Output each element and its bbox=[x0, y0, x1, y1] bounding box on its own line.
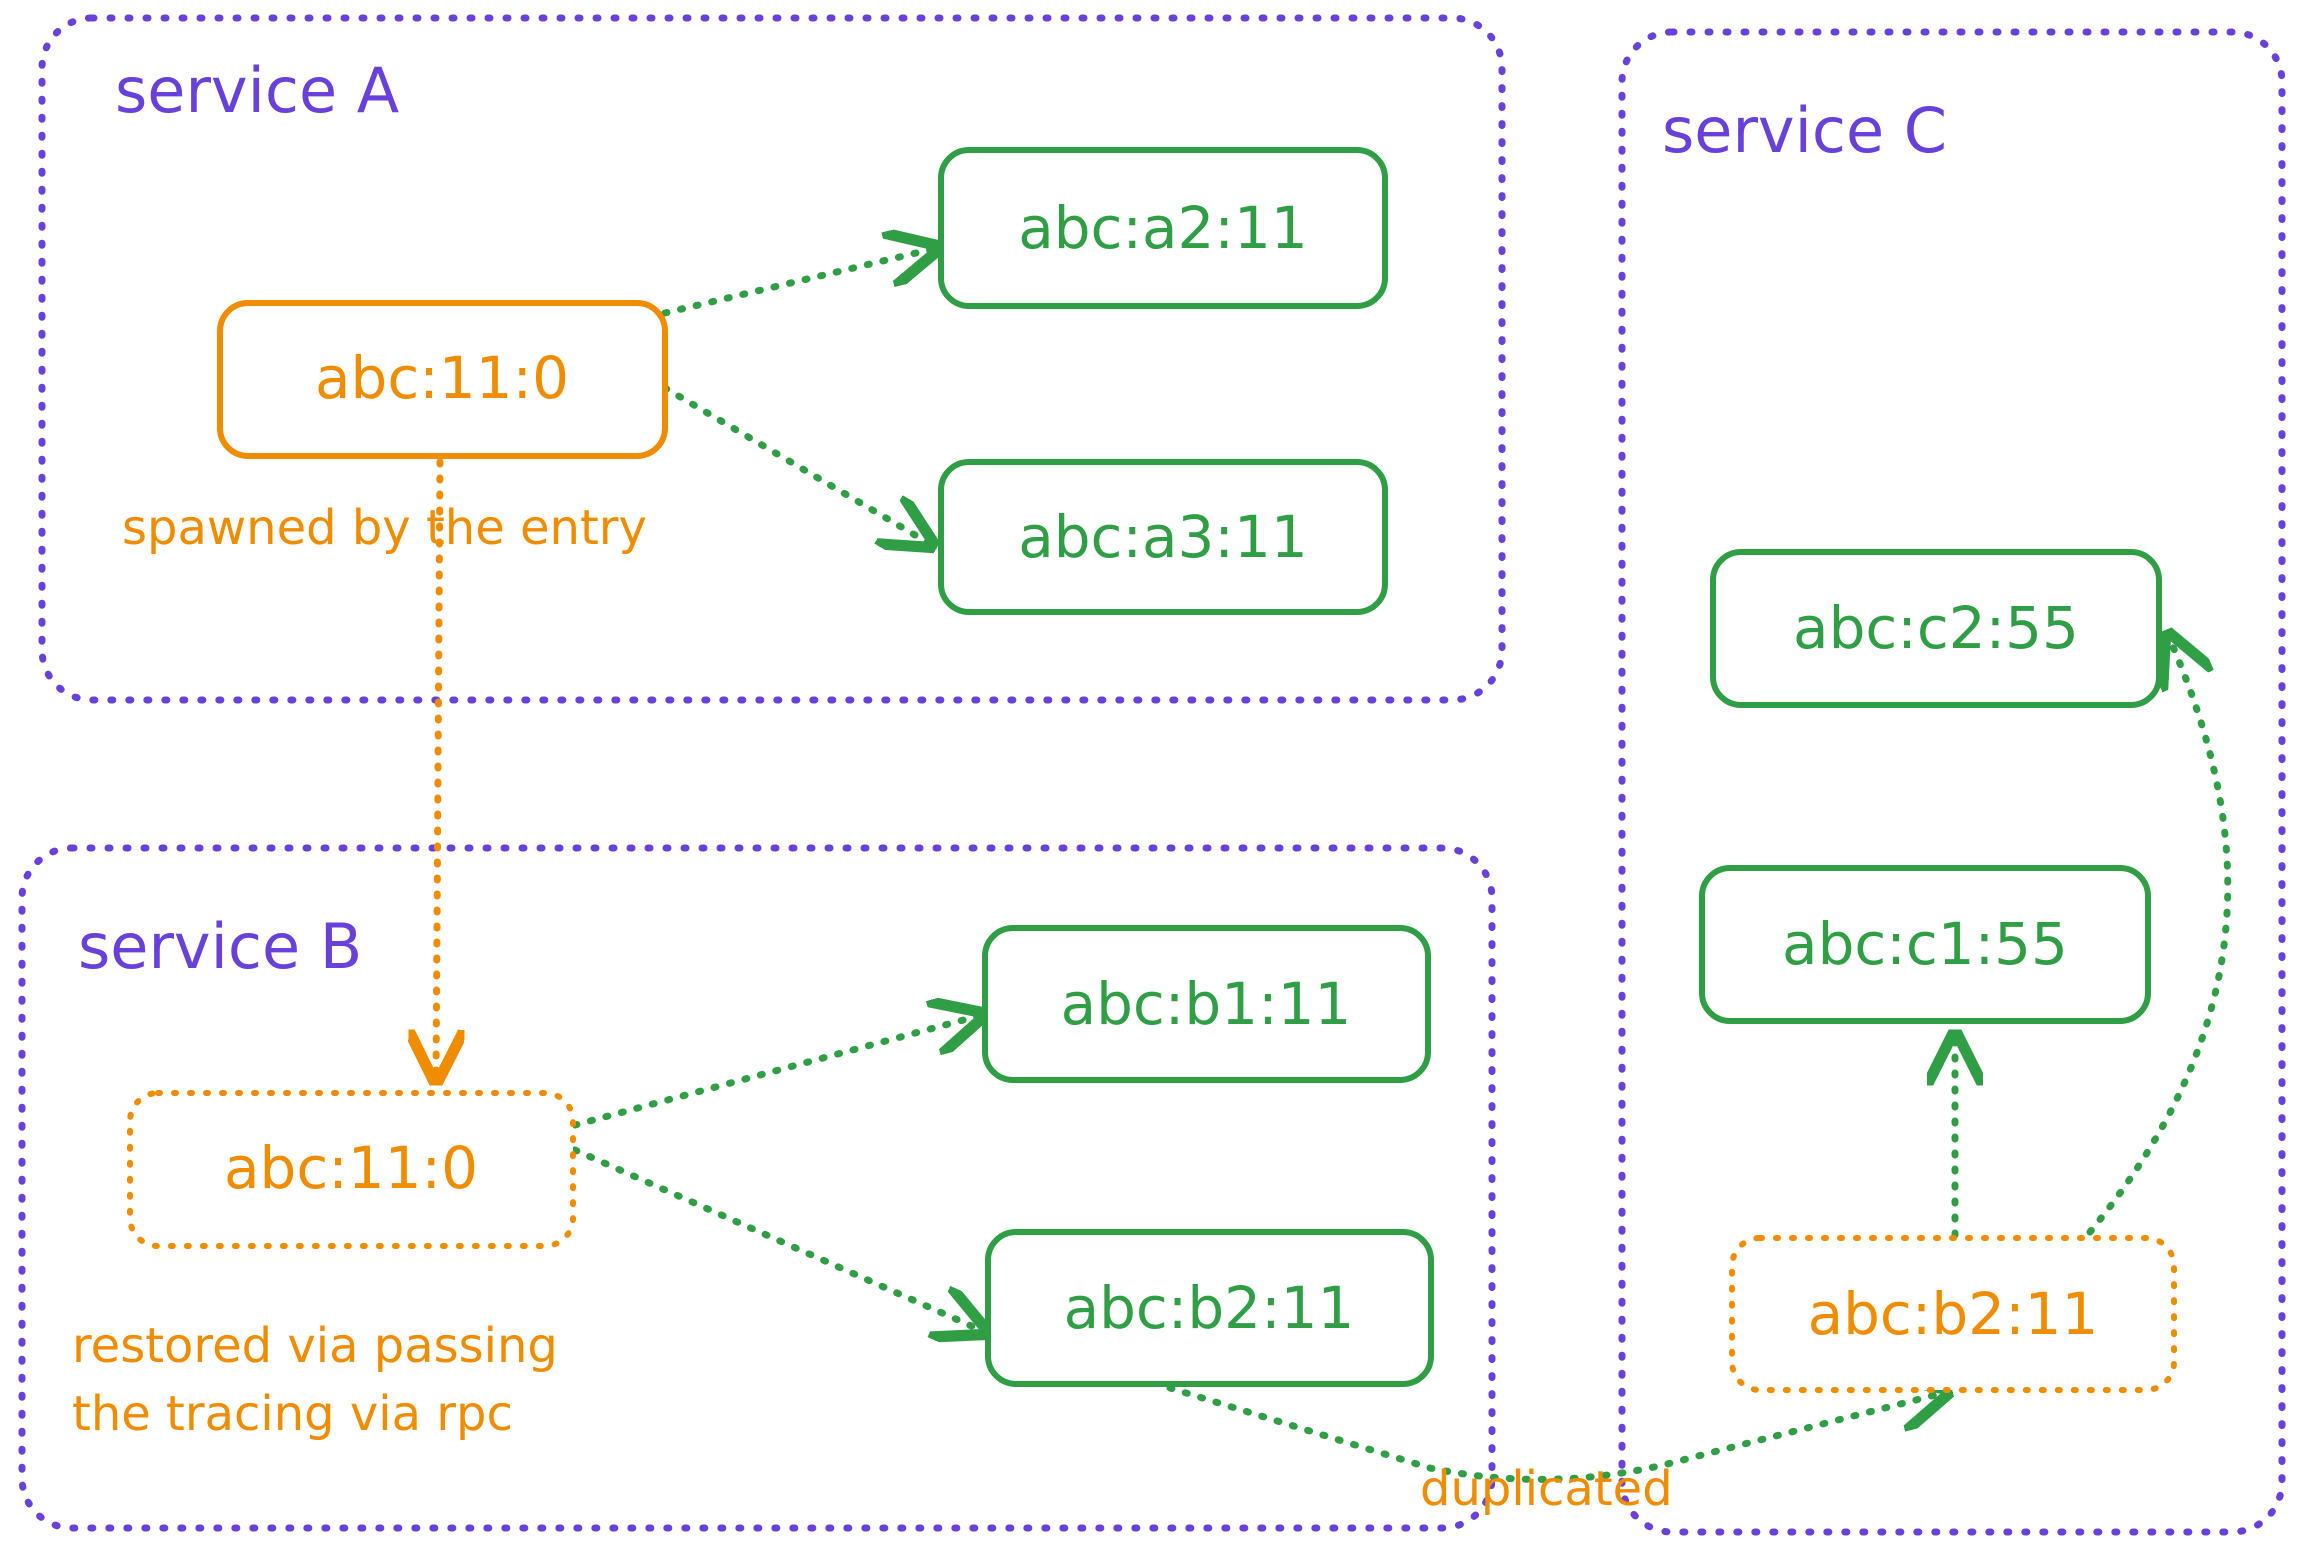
service-c-title: service C bbox=[1662, 94, 1947, 167]
node-b-root-label: abc:11:0 bbox=[224, 1134, 478, 1202]
node-b2-label: abc:b2:11 bbox=[1064, 1274, 1355, 1342]
note-restored-line2: the tracing via rpc bbox=[72, 1386, 513, 1442]
note-restored-line1: restored via passing bbox=[72, 1318, 558, 1374]
node-c1-box bbox=[1699, 865, 2151, 1024]
service-a-title: service A bbox=[115, 54, 399, 127]
edge-b-root-to-b2 bbox=[571, 1146, 985, 1332]
node-a2-label: abc:a2:11 bbox=[1018, 194, 1308, 262]
service-c-container bbox=[1618, 28, 2286, 1536]
service-b-title: service B bbox=[78, 910, 362, 983]
edge-a-root-to-b-root bbox=[436, 458, 440, 1080]
service-b-container bbox=[18, 844, 1496, 1532]
edge-b-root-to-b1 bbox=[571, 1015, 982, 1129]
node-b1-box bbox=[982, 925, 1431, 1083]
node-c-b2-box bbox=[1729, 1235, 2177, 1393]
node-a-root-label: abc:11:0 bbox=[315, 344, 569, 412]
edge-a-root-to-a2 bbox=[661, 248, 937, 317]
node-b-root-box bbox=[127, 1090, 576, 1249]
edge-a-root-to-a3 bbox=[661, 384, 932, 545]
node-a3-label: abc:a3:11 bbox=[1018, 503, 1308, 571]
node-c2-box bbox=[1710, 549, 2162, 708]
edge-c-b2-to-c2 bbox=[2086, 635, 2232, 1236]
node-c2-label: abc:c2:55 bbox=[1793, 594, 2079, 662]
node-b2-box bbox=[985, 1229, 1434, 1387]
note-spawned-by-entry: spawned by the entry bbox=[122, 500, 647, 556]
node-a2-box bbox=[938, 147, 1388, 309]
node-c1-label: abc:c1:55 bbox=[1782, 910, 2068, 978]
node-a-root-box bbox=[217, 300, 668, 459]
edge-b2-duplicated-to-c-b2 bbox=[1166, 1388, 1947, 1483]
service-a-container bbox=[38, 14, 1506, 704]
node-b1-label: abc:b1:11 bbox=[1061, 970, 1352, 1038]
node-c-b2-label: abc:b2:11 bbox=[1808, 1280, 2099, 1348]
node-a3-box bbox=[938, 459, 1388, 615]
note-duplicated: duplicated bbox=[1420, 1461, 1673, 1517]
